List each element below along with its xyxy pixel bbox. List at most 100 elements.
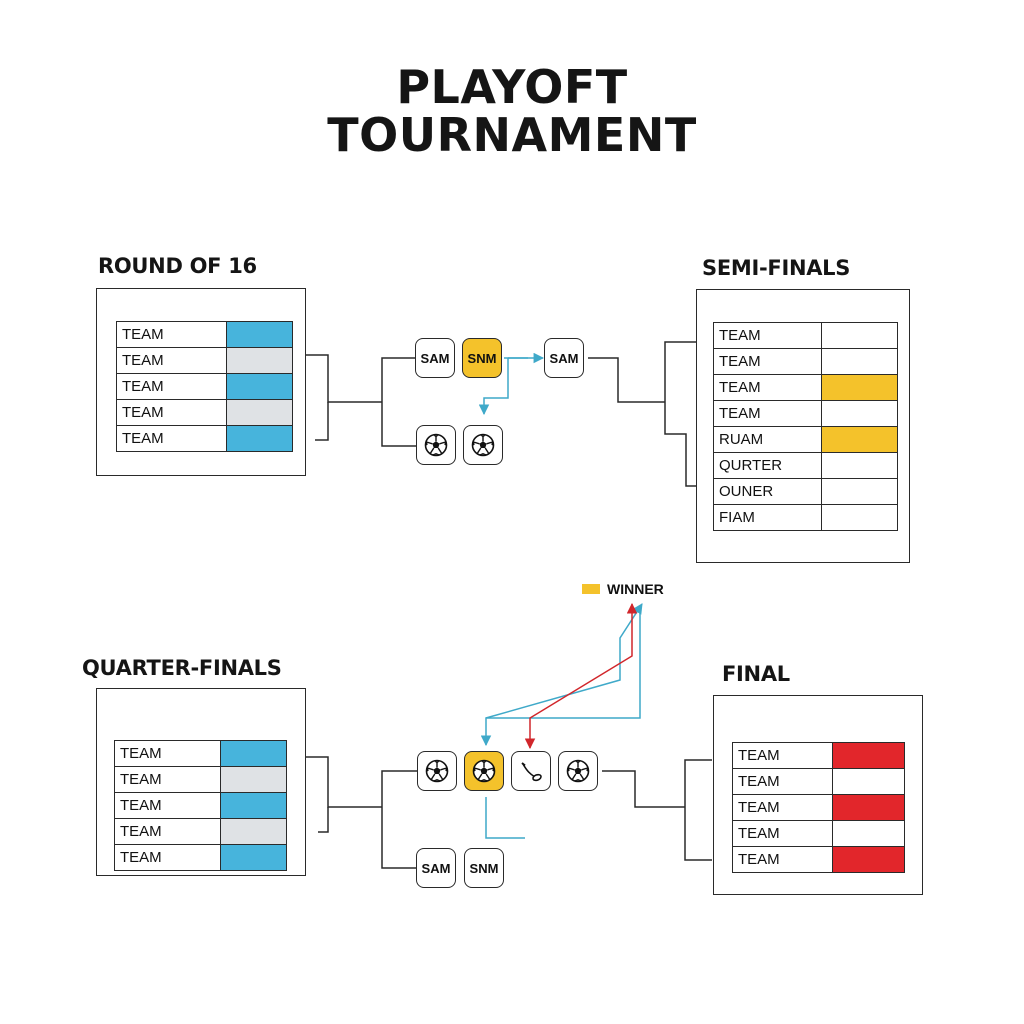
match-node-sam[interactable]: SAM xyxy=(416,848,456,888)
round-of-16-heading: ROUND OF 16 xyxy=(98,254,257,278)
connector-lower-nodes xyxy=(381,770,417,869)
soccer-ball-icon xyxy=(471,433,495,457)
quarter-finals-heading: QUARTER-FINALS xyxy=(82,656,282,680)
result-swatch-cell xyxy=(821,478,898,505)
team-name-cell: TEAM xyxy=(114,844,221,871)
result-swatch-cell xyxy=(220,792,287,819)
table-row: TEAM xyxy=(114,844,287,871)
teal-winner-line-2 xyxy=(486,606,641,719)
match-node-ball[interactable] xyxy=(416,425,456,465)
table-row: TEAM xyxy=(732,742,905,769)
connector-qf-upper xyxy=(305,756,382,808)
match-node-whistle[interactable] xyxy=(511,751,551,791)
match-node-snm-winner[interactable]: SNM xyxy=(462,338,502,378)
team-name-cell: TEAM xyxy=(116,373,227,400)
result-swatch-cell xyxy=(832,794,905,821)
match-node-label: SNM xyxy=(467,350,497,366)
result-swatch-cell xyxy=(226,425,293,452)
title-line-2: TOURNAMENT xyxy=(327,108,697,162)
table-row: OUNER xyxy=(713,478,898,505)
soccer-ball-icon xyxy=(424,433,448,457)
match-node-ball[interactable] xyxy=(417,751,457,791)
table-row: TEAM xyxy=(116,347,293,374)
result-swatch-cell xyxy=(220,740,287,767)
result-swatch-cell xyxy=(226,321,293,348)
table-row: TEAM xyxy=(114,792,287,819)
match-node-snm[interactable]: SNM xyxy=(464,848,504,888)
connector-r16-upper xyxy=(305,354,382,403)
table-row: TEAM xyxy=(114,818,287,845)
team-name-cell: TEAM xyxy=(116,425,227,452)
team-name-cell: TEAM xyxy=(114,766,221,793)
result-swatch-cell xyxy=(832,768,905,795)
connector-qf-lower xyxy=(318,807,329,833)
team-name-cell: TEAM xyxy=(732,742,833,769)
match-node-ball[interactable] xyxy=(558,751,598,791)
match-node-ball[interactable] xyxy=(463,425,503,465)
team-name-cell: TEAM xyxy=(116,321,227,348)
result-swatch-cell xyxy=(821,504,898,531)
team-name-cell: TEAM xyxy=(713,348,822,375)
team-name-cell: TEAM xyxy=(732,846,833,873)
table-row: TEAM xyxy=(116,373,293,400)
table-row: TEAM xyxy=(116,425,293,452)
connector-semis-frame xyxy=(664,341,696,487)
result-swatch-cell xyxy=(832,742,905,769)
winner-legend-swatch xyxy=(582,584,600,594)
whistle-icon xyxy=(518,758,544,784)
table-row: TEAM xyxy=(713,374,898,401)
result-swatch-cell xyxy=(832,820,905,847)
result-swatch-cell xyxy=(226,399,293,426)
table-row: TEAM xyxy=(116,321,293,348)
winner-legend-label: WINNER xyxy=(607,581,664,597)
table-row: TEAM xyxy=(732,820,905,847)
table-row: TEAM xyxy=(713,400,898,427)
team-name-cell: TEAM xyxy=(732,794,833,821)
team-name-cell: TEAM xyxy=(713,374,822,401)
table-row: TEAM xyxy=(116,399,293,426)
match-node-sam[interactable]: SAM xyxy=(415,338,455,378)
match-node-ball-winner[interactable] xyxy=(464,751,504,791)
title-line-1: PLAYOFT xyxy=(396,60,628,114)
table-row: TEAM xyxy=(114,740,287,767)
red-winner-line xyxy=(524,602,638,750)
team-name-cell: OUNER xyxy=(713,478,822,505)
match-node-label: SAM xyxy=(420,350,450,366)
table-row: TEAM xyxy=(713,348,898,375)
result-swatch-cell xyxy=(220,766,287,793)
team-name-cell: FIAM xyxy=(713,504,822,531)
soccer-ball-icon xyxy=(425,759,449,783)
team-name-cell: TEAM xyxy=(114,740,221,767)
table-row: TEAM xyxy=(732,794,905,821)
match-node-label: SAM xyxy=(421,860,451,876)
result-swatch-cell xyxy=(832,846,905,873)
team-name-cell: TEAM xyxy=(116,347,227,374)
table-row: TEAM xyxy=(114,766,287,793)
match-node-sam-next[interactable]: SAM xyxy=(544,338,584,378)
soccer-ball-icon xyxy=(472,759,496,783)
final-heading: FINAL xyxy=(722,662,790,686)
result-swatch-cell xyxy=(226,373,293,400)
team-name-cell: TEAM xyxy=(713,400,822,427)
connector-lower-final xyxy=(602,759,712,861)
table-row: QURTER xyxy=(713,452,898,479)
result-swatch-cell xyxy=(821,322,898,349)
team-name-cell: QURTER xyxy=(713,452,822,479)
team-name-cell: TEAM xyxy=(114,818,221,845)
table-row: RUAM xyxy=(713,426,898,453)
team-name-cell: TEAM xyxy=(732,820,833,847)
soccer-ball-icon xyxy=(566,759,590,783)
connector-r16-lower xyxy=(315,402,329,441)
result-swatch-cell xyxy=(821,374,898,401)
team-name-cell: TEAM xyxy=(114,792,221,819)
team-name-cell: TEAM xyxy=(732,768,833,795)
table-row: TEAM xyxy=(732,768,905,795)
result-swatch-cell xyxy=(226,347,293,374)
team-name-cell: RUAM xyxy=(713,426,822,453)
result-swatch-cell xyxy=(821,452,898,479)
match-node-label: SNM xyxy=(469,860,499,876)
